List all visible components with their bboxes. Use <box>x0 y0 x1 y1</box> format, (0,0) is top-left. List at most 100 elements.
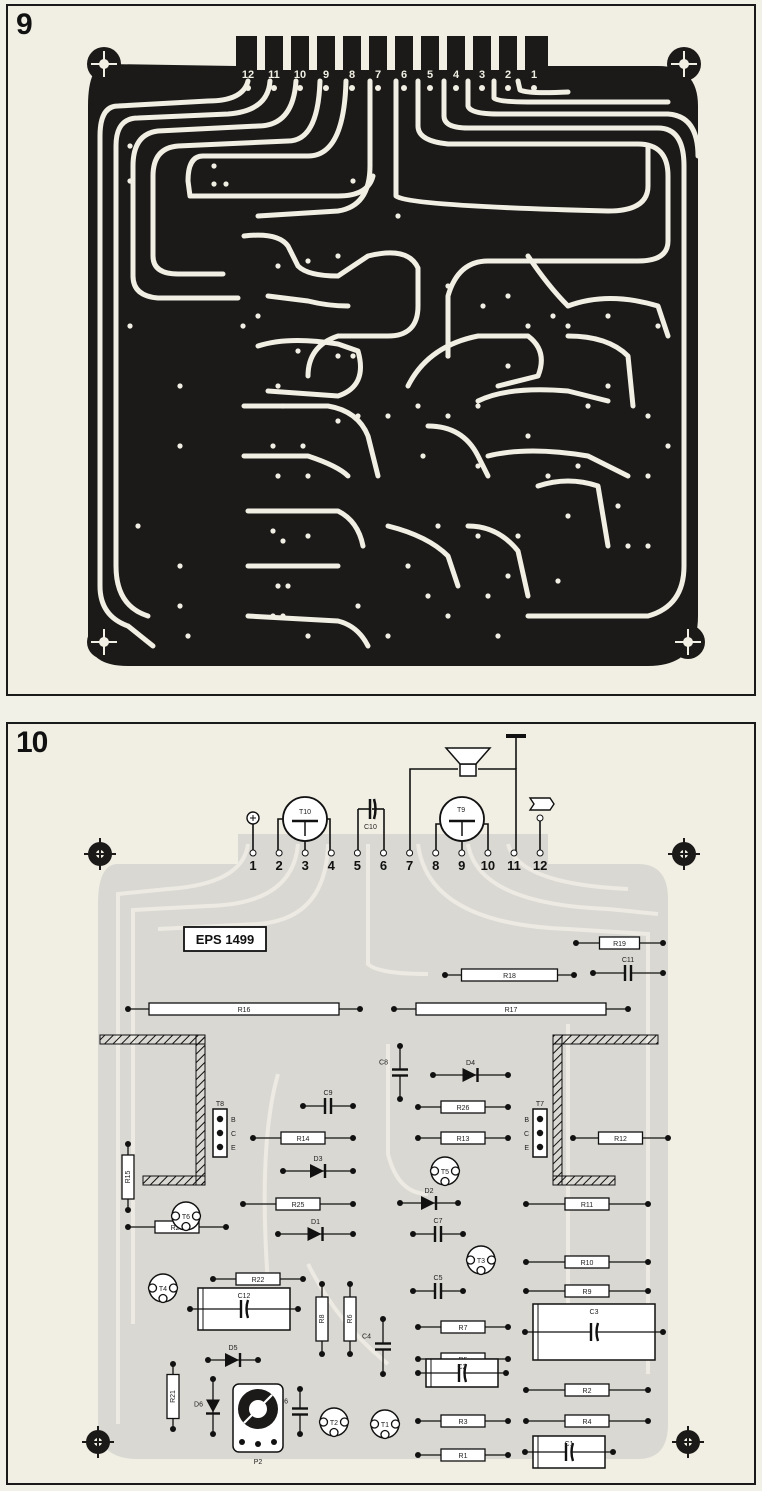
capacitor-label: C2 <box>458 1364 467 1371</box>
pad-hole <box>655 323 661 329</box>
pad-hole <box>385 413 391 419</box>
resistor-r10 <box>564 1255 610 1269</box>
solder-pad <box>357 1006 363 1012</box>
solder-pad <box>397 1096 403 1102</box>
solder-pad <box>125 1141 131 1147</box>
finger-gap <box>387 34 395 70</box>
transistor-pin <box>476 1265 486 1276</box>
solder-pad <box>347 1281 353 1287</box>
pin-pad <box>401 85 407 91</box>
transistor-label: T7 <box>536 1101 544 1108</box>
pin-pad <box>349 85 355 91</box>
transistor-pin <box>465 1255 476 1265</box>
solder-pad <box>275 1231 281 1237</box>
solder-pad <box>522 1449 528 1455</box>
solder-pad <box>240 1201 246 1207</box>
c10-label: C10 <box>364 824 377 831</box>
pad-hole <box>550 313 556 319</box>
solder-pad <box>523 1387 529 1393</box>
pin-label: 10 <box>481 858 495 873</box>
pad-hole <box>475 533 481 539</box>
solder-pad <box>505 1104 511 1110</box>
pad-hole <box>405 563 411 569</box>
pin-label: 4 <box>453 69 460 81</box>
pin-label: 6 <box>380 858 387 873</box>
capacitor-label: C1 <box>565 1441 574 1448</box>
solder-pad <box>125 1207 131 1213</box>
pad-hole <box>665 443 671 449</box>
finger-gap <box>491 34 499 70</box>
board-code-box: EPS 1499 <box>183 926 267 952</box>
pad-hole <box>355 603 361 609</box>
solder-pad <box>297 1386 303 1392</box>
pad-hole <box>525 433 531 439</box>
transistor-label: T6 <box>182 1214 190 1221</box>
pin-label: 8 <box>349 69 355 81</box>
resistor-r13 <box>440 1131 486 1145</box>
pin-pad <box>380 849 387 857</box>
pad-hole <box>565 513 571 519</box>
transistor-pin <box>318 1417 329 1427</box>
transistor-pin <box>168 1283 179 1293</box>
pin-pad <box>323 85 329 91</box>
resistor-label: R19 <box>613 941 626 948</box>
pad-hole <box>505 573 511 579</box>
pin-label: 2 <box>275 858 282 873</box>
finger-gap <box>361 34 369 70</box>
pad-hole <box>280 403 286 409</box>
solder-pad <box>660 1329 666 1335</box>
pin-label: 9 <box>323 69 329 81</box>
solder-pad <box>505 1356 511 1362</box>
transistor-pin <box>390 1419 401 1429</box>
resistor-r7 <box>440 1320 486 1334</box>
solder-pad <box>223 1224 229 1230</box>
solder-pad <box>125 1224 131 1230</box>
solder-pad <box>645 1418 651 1424</box>
pad-hole <box>223 181 229 187</box>
pad-hole <box>435 523 441 529</box>
pad-hole <box>305 533 311 539</box>
transistor-pin <box>158 1293 168 1304</box>
pin-label: 4 <box>328 858 336 873</box>
resistor-label: R3 <box>459 1419 468 1426</box>
solder-pad <box>391 1006 397 1012</box>
solder-pad <box>645 1259 651 1265</box>
pad-hole <box>185 633 191 639</box>
pad-hole <box>645 473 651 479</box>
solder-pad <box>505 1418 511 1424</box>
solder-pad <box>460 1288 466 1294</box>
resistor-r4 <box>564 1414 610 1428</box>
transistor-pin <box>450 1166 461 1176</box>
pad-hole <box>525 323 531 329</box>
pad-hole <box>505 293 511 299</box>
solder-pad <box>505 1324 511 1330</box>
pad-hole <box>295 348 301 354</box>
input-arrow-icon <box>528 797 555 822</box>
solder-pad <box>590 970 596 976</box>
pin-letter: C <box>524 1131 529 1138</box>
solder-pad <box>415 1418 421 1424</box>
pin-pad <box>432 849 440 857</box>
finger-gap <box>465 34 473 70</box>
solder-pad <box>350 1201 356 1207</box>
solder-pad <box>415 1356 421 1362</box>
pad-hole <box>335 253 341 259</box>
transistor-pin <box>380 1429 390 1440</box>
transistor-pin <box>216 1115 224 1123</box>
solder-pad <box>430 1072 436 1078</box>
pin-pad <box>297 85 303 91</box>
pad-hole <box>280 538 286 544</box>
solder-pad <box>460 1231 466 1237</box>
solder-pad <box>455 1200 461 1206</box>
pad-hole <box>575 463 581 469</box>
solder-pad <box>505 1452 511 1458</box>
resistor-r9 <box>564 1284 610 1298</box>
capacitor-plate <box>570 1442 575 1462</box>
resistor-label: R17 <box>505 1007 518 1014</box>
resistor-r16 <box>148 1002 340 1016</box>
transistor-pin <box>181 1221 191 1232</box>
transistor-label: T3 <box>477 1258 485 1265</box>
pad-hole <box>255 313 261 319</box>
